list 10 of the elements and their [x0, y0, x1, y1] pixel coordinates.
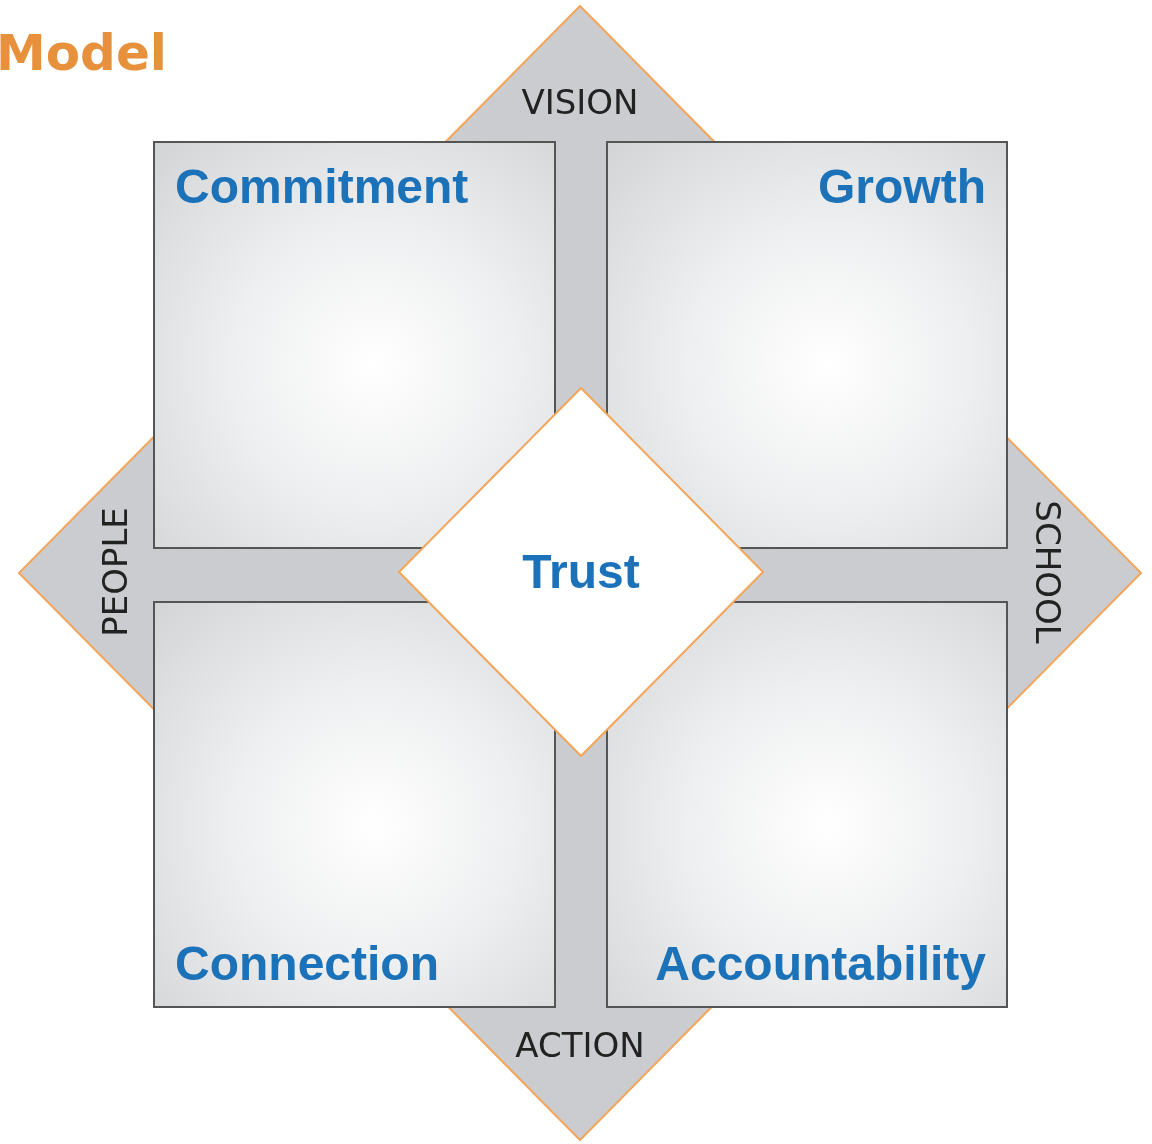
axis-label: VISION [521, 85, 639, 119]
quadrant-title: Growth [818, 163, 986, 211]
axis-label: ACTION [515, 1028, 645, 1062]
quadrant-title: Connection [175, 940, 439, 988]
title: Model [0, 28, 167, 78]
center-label: Trust [522, 548, 640, 596]
quadrant-title: Commitment [175, 163, 469, 211]
quadrant-title: Accountability [655, 940, 986, 988]
axis-label: SCHOOL [1031, 500, 1065, 644]
axis-label: PEOPLE [98, 507, 132, 637]
